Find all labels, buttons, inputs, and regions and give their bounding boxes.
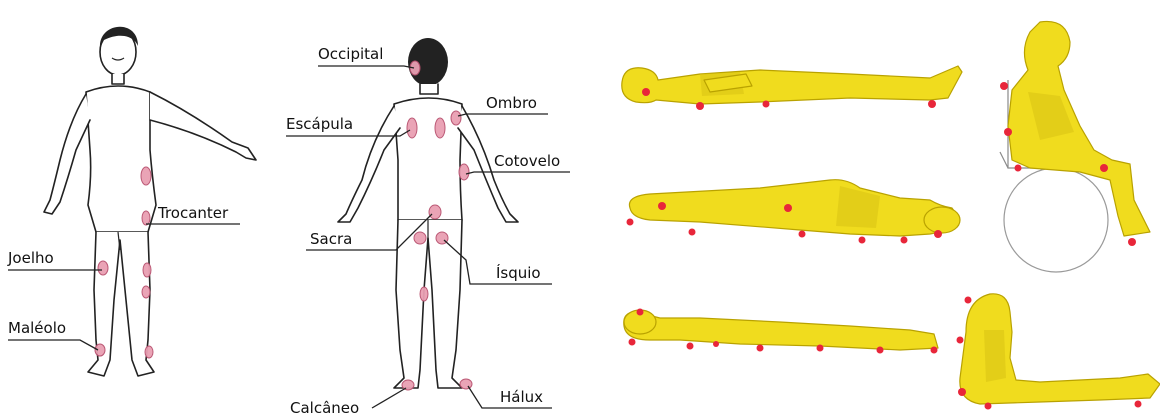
lateral-position-figure <box>627 180 961 244</box>
label-isquio: Ísquio <box>496 263 541 282</box>
ombro-spot <box>451 111 461 125</box>
label-sacra: Sacra <box>310 230 352 248</box>
wheelchair-wheel <box>1004 168 1108 272</box>
label-occipital: Occipital <box>318 45 383 63</box>
label-trocanter: Trocanter <box>157 204 229 222</box>
trocanter-spot <box>141 167 151 185</box>
front-body-figure <box>44 27 256 376</box>
label-joelho: Joelho <box>7 249 54 267</box>
label-halux: Hálux <box>500 388 543 406</box>
label-calcaneo: Calcâneo <box>290 399 359 416</box>
label-escapula: Escápula <box>286 115 353 133</box>
sacra-spot <box>429 205 441 219</box>
escapula-spot <box>407 118 417 138</box>
prone-position-figure <box>624 309 938 354</box>
supine-position-figure <box>622 66 962 110</box>
halux-spot <box>460 379 472 389</box>
calcaneo-spot <box>402 380 414 390</box>
label-ombro: Ombro <box>486 94 537 112</box>
label-maleolo: Maléolo <box>8 319 66 337</box>
isquio-spot <box>414 232 426 244</box>
back-body-figure <box>338 38 518 390</box>
label-cotovelo: Cotovelo <box>494 152 560 170</box>
maleolo-spot <box>95 344 105 356</box>
joelho-spot <box>98 261 108 275</box>
cotovelo-spot <box>459 164 469 180</box>
long-sitting-figure <box>957 294 1160 410</box>
seated-wheelchair-figure <box>1000 21 1150 272</box>
